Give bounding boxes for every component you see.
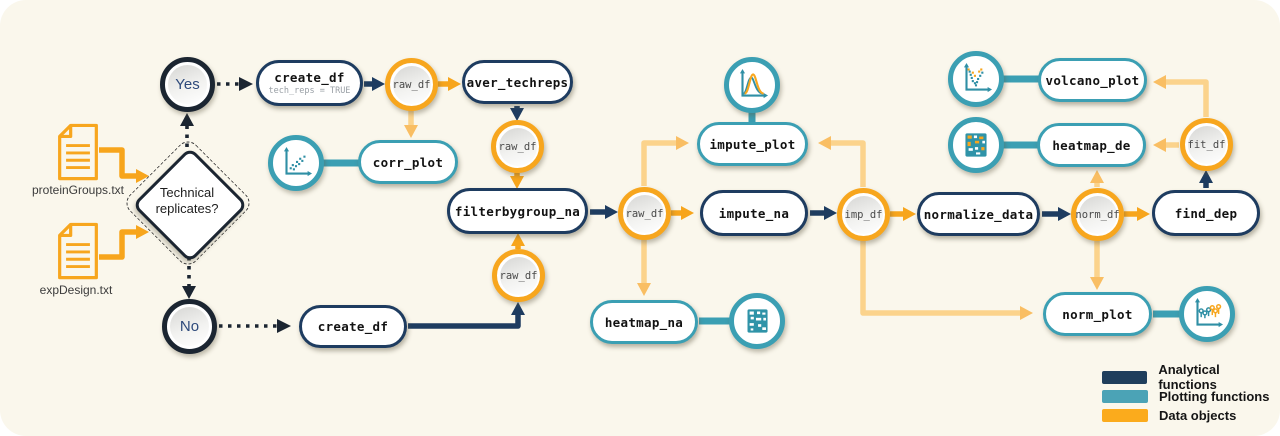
node-label: heatmap_de bbox=[1052, 137, 1131, 153]
data-label: raw_df bbox=[499, 256, 538, 295]
node-volcano-plot: volcano_plot bbox=[1038, 58, 1147, 102]
data-label: norm_df bbox=[1075, 195, 1120, 234]
arrow-fit-df-to-volcano-plot bbox=[1153, 75, 1209, 117]
arrow-raw-df-to-impute-plot bbox=[641, 136, 689, 186]
arrow-create-df-top-to-raw-df bbox=[364, 77, 385, 91]
arrow-decision-to-yes bbox=[180, 113, 194, 147]
legend-label: Plotting functions bbox=[1159, 388, 1270, 404]
data-raw-df-1: raw_df bbox=[385, 58, 438, 111]
data-label: raw_df bbox=[625, 194, 664, 233]
legend-swatch-data bbox=[1102, 408, 1148, 422]
arrow-raw-df-to-aver-techreps bbox=[438, 77, 461, 91]
arrow-norm-df-to-find-dep bbox=[1124, 207, 1150, 221]
dot-plot-icon bbox=[1179, 286, 1235, 342]
decision-question: Technical replicates? bbox=[155, 185, 219, 216]
arrow-filterbygroup-to-raw-df bbox=[590, 205, 618, 219]
node-label: filterbygroup_na bbox=[454, 203, 581, 219]
data-label: raw_df bbox=[392, 65, 431, 104]
node-norm-plot: norm_plot bbox=[1043, 292, 1152, 336]
arrow-norm-df-to-norm-plot bbox=[1090, 241, 1104, 290]
arrow-aver-techreps-to-raw-df bbox=[510, 106, 524, 121]
arrow-create-df-bottom-to-raw-df bbox=[408, 302, 525, 329]
node-aver-techreps: aver_techreps bbox=[462, 60, 573, 104]
scatter-plot-icon bbox=[268, 135, 324, 191]
node-label: impute_plot bbox=[709, 136, 796, 152]
legend-label: Analytical functions bbox=[1158, 362, 1220, 392]
node-label: create_df bbox=[317, 319, 389, 334]
legend-swatch-plotting bbox=[1102, 389, 1148, 403]
arrow-raw-df-to-heatmap-na bbox=[637, 240, 651, 296]
icon-connectors bbox=[323, 75, 1184, 325]
data-imp-df: imp_df bbox=[837, 188, 890, 241]
arrow-find-dep-to-fit-df bbox=[1199, 170, 1213, 188]
node-impute-plot: impute_plot bbox=[697, 122, 808, 166]
legend-label: Data objects bbox=[1159, 407, 1237, 423]
legend-swatch-analytical bbox=[1102, 370, 1148, 384]
arrow-imp-df-to-impute-plot bbox=[818, 136, 866, 187]
legend-item-plotting: Plotting functions bbox=[1102, 387, 1280, 405]
arrow-normalize-data-to-norm-df bbox=[1042, 207, 1071, 221]
node-label: create_df bbox=[274, 70, 345, 85]
data-raw-df-3: raw_df bbox=[618, 187, 671, 240]
proteingroups-file-label: proteinGroups.txt bbox=[31, 183, 125, 197]
arrow-raw-df-to-impute-na bbox=[671, 206, 694, 220]
heatmap-na-icon bbox=[729, 293, 785, 349]
node-impute-na: impute_na bbox=[700, 190, 808, 236]
legend-item-data: Data objects bbox=[1102, 406, 1280, 424]
node-label: normalize_data bbox=[923, 206, 1034, 222]
arrow-imp-df-to-normalize-data bbox=[890, 207, 916, 221]
arrow-raw-df-to-filterbygroup-top bbox=[510, 173, 524, 189]
node-label: impute_na bbox=[718, 205, 790, 221]
arrow-norm-df-to-heatmap-de bbox=[1090, 170, 1104, 187]
decision-no-node: No bbox=[162, 299, 217, 354]
legend-item-analytical: Analytical functions bbox=[1102, 362, 1280, 392]
node-arg: tech_reps = TRUE bbox=[268, 86, 351, 96]
data-norm-df: norm_df bbox=[1071, 188, 1124, 241]
data-fit-df: fit_df bbox=[1180, 118, 1233, 171]
decision-no-label: No bbox=[170, 307, 209, 346]
data-label: fit_df bbox=[1187, 125, 1226, 164]
arrow-decision-to-no bbox=[182, 257, 196, 299]
arrow-raw-df-to-filterbygroup-bottom bbox=[511, 233, 525, 249]
node-create-df-bottom: create_df bbox=[299, 305, 407, 348]
data-label: raw_df bbox=[498, 127, 537, 166]
arrow-fit-df-to-heatmap-de bbox=[1153, 138, 1179, 152]
data-label: imp_df bbox=[844, 195, 883, 234]
arrow-proteingroups-to-decision bbox=[99, 147, 149, 183]
arrow-impute-na-to-imp-df bbox=[810, 206, 837, 220]
arrow-expdesign-to-decision bbox=[99, 225, 149, 260]
expdesign-file-icon bbox=[56, 221, 100, 286]
density-plot-icon bbox=[724, 57, 780, 113]
expdesign-file-label: expDesign.txt bbox=[39, 283, 113, 297]
decision-yes-label: Yes bbox=[168, 65, 207, 104]
node-label: find_dep bbox=[1174, 205, 1238, 221]
node-label: heatmap_na bbox=[604, 314, 684, 330]
data-raw-df-2: raw_df bbox=[491, 120, 544, 173]
data-raw-df-4: raw_df bbox=[492, 249, 545, 302]
node-label: volcano_plot bbox=[1045, 72, 1140, 88]
node-label: corr_plot bbox=[372, 154, 444, 170]
node-find-dep: find_dep bbox=[1152, 190, 1260, 236]
proteingroups-file-icon bbox=[56, 121, 100, 188]
arrow-raw-df-to-corr-plot bbox=[404, 111, 418, 138]
volcano-plot-icon bbox=[948, 51, 1004, 107]
node-heatmap-de: heatmap_de bbox=[1037, 123, 1146, 167]
node-filterbygroup-na: filterbygroup_na bbox=[447, 188, 588, 234]
arrow-yes-to-create-df bbox=[217, 77, 253, 91]
heatmap-de-icon bbox=[948, 117, 1004, 173]
arrow-imp-df-to-norm-plot bbox=[860, 241, 1033, 320]
arrow-no-to-create-df bbox=[219, 319, 291, 333]
node-normalize-data: normalize_data bbox=[917, 192, 1040, 236]
legend: Analytical functions Plotting functions … bbox=[1102, 362, 1280, 425]
node-label: aver_techreps bbox=[466, 74, 569, 90]
decision-yes-node: Yes bbox=[160, 57, 215, 112]
node-heatmap-na: heatmap_na bbox=[590, 300, 698, 344]
node-label: norm_plot bbox=[1062, 306, 1133, 322]
node-create-df-top: create_df tech_reps = TRUE bbox=[256, 60, 363, 106]
node-corr-plot: corr_plot bbox=[358, 140, 458, 184]
